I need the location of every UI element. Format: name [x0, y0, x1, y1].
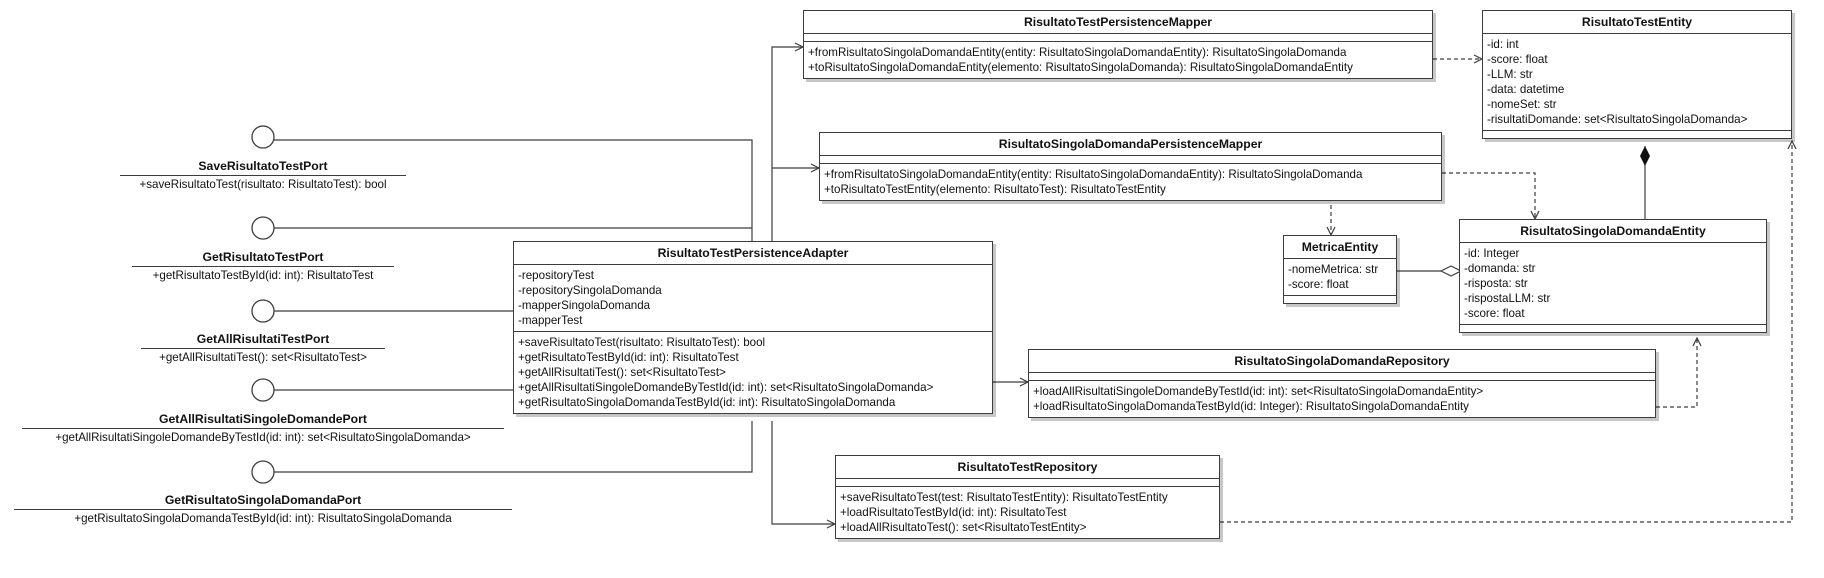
attribute: -mapperTest [518, 314, 583, 327]
class-title: RisultatoTestPersistenceMapper [804, 11, 1432, 34]
method: +fromRisultatoSingolaDomandaEntity(entit… [824, 168, 1363, 181]
port-lollipop-get-all-test [251, 299, 275, 323]
aggregation-diamond [1439, 265, 1463, 277]
port-divider [22, 428, 504, 429]
class-title: RisultatoTestEntity [1483, 11, 1791, 34]
port-operation: +getRisultatoSingolaDomandaTestById(id: … [74, 512, 452, 525]
class-risultato-singola-domanda-entity: RisultatoSingolaDomandaEntity -id: Integ… [1459, 219, 1767, 333]
port-get-all-risultati-singole-domande: GetAllRisultatiSingoleDomandePort +getAl… [22, 410, 504, 447]
attribute: -repositorySingolaDomanda [518, 284, 662, 297]
attribute: -mapperSingolaDomanda [518, 299, 651, 312]
port-lollipop-get-all-singole [251, 378, 275, 402]
method: +loadAllRisultatiSingoleDomandeByTestId(… [1033, 385, 1484, 398]
class-attributes-empty [820, 156, 1441, 164]
class-title: RisultatoSingolaDomandaPersistenceMapper [820, 133, 1441, 156]
class-methods: +fromRisultatoSingolaDomandaEntity(entit… [820, 164, 1441, 200]
attribute: -LLM: str [1487, 68, 1533, 81]
class-risultato-test-repository: RisultatoTestRepository +saveRisultatoTe… [835, 455, 1220, 539]
class-metrica-entity: MetricaEntity -nomeMetrica: str -score: … [1283, 235, 1397, 304]
line-save-port-to-adapter [274, 139, 753, 241]
method: +toRisultatoSingolaDomandaEntity(element… [808, 61, 1353, 74]
port-name: GetAllRisultatiSingoleDomandePort [159, 412, 367, 426]
attribute: -repositoryTest [518, 269, 595, 282]
class-title: RisultatoTestRepository [836, 456, 1219, 479]
method: +loadRisultatoSingolaDomandaTestById(id:… [1033, 400, 1469, 413]
method: +getRisultatoSingolaDomandaTestById(id: … [518, 396, 896, 409]
class-risultato-test-entity: RisultatoTestEntity -id: int -score: flo… [1482, 10, 1792, 139]
composition-diamond [1640, 146, 1650, 166]
class-methods: +fromRisultatoSingolaDomandaEntity(entit… [804, 42, 1432, 78]
port-divider [120, 175, 406, 176]
port-divider [14, 509, 512, 510]
attribute: -id: int [1487, 38, 1519, 51]
method: +getRisultatoTestById(id: int): Risultat… [518, 351, 739, 364]
class-title: RisultatoSingolaDomandaRepository [1029, 350, 1655, 373]
port-operation: +getRisultatoTestById(id: int): Risultat… [152, 269, 374, 282]
attribute: -risultatiDomande: set<RisultatoSingolaD… [1487, 113, 1748, 126]
port-operation: +getAllRisultatiTest(): set<RisultatoTes… [159, 351, 367, 364]
class-attributes: -id: Integer -domanda: str -risposta: st… [1460, 243, 1766, 325]
attribute: -score: float [1464, 307, 1525, 320]
dep-sd-mapper-to-sd-entity [1442, 172, 1535, 219]
method: +saveRisultatoTest(test: RisultatoTestEn… [840, 491, 1168, 504]
port-divider [141, 348, 385, 349]
assoc-adapter-to-test-mapper [771, 47, 803, 241]
method: +toRisultatoTestEntity(elemento: Risulta… [824, 183, 1166, 196]
attribute: -id: Integer [1464, 247, 1520, 260]
method: +saveRisultatoTest(risultato: RisultatoT… [518, 336, 766, 349]
assoc-adapter-to-test-repo [771, 421, 835, 524]
class-methods-empty [1284, 296, 1396, 303]
class-methods: +saveRisultatoTest(risultato: RisultatoT… [514, 332, 992, 413]
class-attributes: -id: int -score: float -LLM: str -data: … [1483, 34, 1791, 131]
attribute: -domanda: str [1464, 262, 1536, 275]
port-lollipop-save [251, 125, 275, 149]
class-methods-empty [1460, 325, 1766, 332]
class-title: MetricaEntity [1284, 236, 1396, 259]
port-operation: +saveRisultatoTest(risultato: RisultatoT… [139, 178, 387, 191]
port-get-risultato-singola-domanda: GetRisultatoSingolaDomandaPort +getRisul… [14, 491, 512, 528]
method: +loadRisultatoTestById(id: int): Risulta… [840, 506, 1067, 519]
class-attributes-empty [804, 34, 1432, 42]
method: +fromRisultatoSingolaDomandaEntity(entit… [808, 46, 1347, 59]
class-title: RisultatoSingolaDomandaEntity [1460, 220, 1766, 243]
class-risultato-test-persistence-adapter: RisultatoTestPersistenceAdapter -reposit… [513, 241, 993, 414]
class-risultato-singola-domanda-repository: RisultatoSingolaDomandaRepository +loadA… [1028, 349, 1656, 418]
port-name: GetRisultatoSingolaDomandaPort [164, 493, 362, 507]
port-lollipop-get-test [251, 216, 275, 240]
attribute: -nomeSet: str [1487, 98, 1557, 111]
class-risultato-test-persistence-mapper: RisultatoTestPersistenceMapper +fromRisu… [803, 10, 1433, 79]
attribute: -risposta: str [1464, 277, 1528, 290]
port-get-risultato-test: GetRisultatoTestPort +getRisultatoTestBy… [132, 248, 394, 285]
port-divider [132, 266, 394, 267]
class-risultato-singola-domanda-persistence-mapper: RisultatoSingolaDomandaPersistenceMapper… [819, 132, 1442, 201]
attribute: -data: datetime [1487, 83, 1565, 96]
attribute: -score: float [1288, 278, 1349, 291]
port-save-risultato-test: SaveRisultatoTestPort +saveRisultatoTest… [120, 157, 406, 194]
attribute: -score: float [1487, 53, 1548, 66]
dep-test-repo-to-test-entity [1220, 141, 1792, 523]
port-name: SaveRisultatoTestPort [198, 159, 328, 173]
port-name: GetRisultatoTestPort [202, 250, 324, 264]
class-methods: +saveRisultatoTest(test: RisultatoTestEn… [836, 487, 1219, 538]
method: +getAllRisultatiSingoleDomandeByTestId(i… [518, 381, 934, 394]
class-attributes: -repositoryTest -repositorySingolaDomand… [514, 265, 992, 332]
method: +loadAllRisultatoTest(): set<RisultatoTe… [840, 521, 1087, 534]
class-methods-empty [1483, 131, 1791, 138]
class-methods: +loadAllRisultatiSingoleDomandeByTestId(… [1029, 381, 1655, 417]
method: +getAllRisultatiTest(): set<RisultatoTes… [518, 366, 726, 379]
port-operation: +getAllRisultatiSingoleDomandeByTestId(i… [55, 431, 471, 444]
attribute: -nomeMetrica: str [1288, 263, 1379, 276]
attribute: -rispostaLLM: str [1464, 292, 1551, 305]
port-get-all-risultati-test: GetAllRisultatiTestPort +getAllRisultati… [141, 330, 385, 367]
port-name: GetAllRisultatiTestPort [196, 332, 330, 346]
port-lollipop-get-singola [251, 460, 275, 484]
line-get-singola-port-to-adapter [274, 421, 753, 473]
class-title: RisultatoTestPersistenceAdapter [514, 242, 992, 265]
class-attributes: -nomeMetrica: str -score: float [1284, 259, 1396, 296]
dep-sd-repo-to-sd-entity [1656, 338, 1697, 408]
class-attributes-empty [836, 479, 1219, 487]
class-attributes-empty [1029, 373, 1655, 381]
